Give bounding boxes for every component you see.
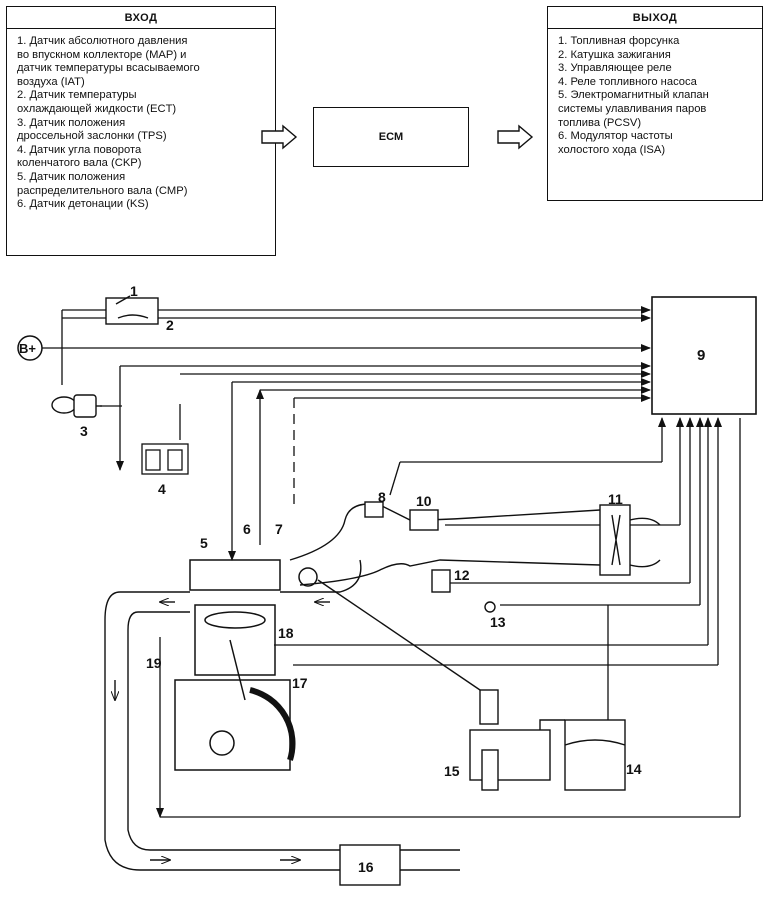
input-item: 1. Датчик абсолютного давления во впускн…: [17, 35, 200, 88]
battery-label: B+: [19, 341, 36, 356]
output-box: ВЫХОД 1. Топливная форсунка 2. Катушка з…: [547, 6, 763, 201]
input-box: ВХОД 1. Датчик абсолютного давления во в…: [6, 6, 276, 256]
intake-manifold: [289, 501, 661, 593]
callout-numbers: 1 2 3 4 5 6 7 8 10 11 12 13 14 15 16 17 …: [80, 283, 642, 875]
engine-block: [174, 559, 318, 771]
callout-10: 10: [416, 493, 432, 509]
callout-7: 7: [275, 521, 283, 537]
callout-15: 15: [444, 763, 460, 779]
output-list: 1. Топливная форсунка 2. Катушка зажиган…: [548, 29, 762, 163]
input-item: 2. Датчик температуры охлаждающей жидкос…: [17, 89, 177, 115]
callout-18: 18: [278, 625, 294, 641]
exhaust-pipe: [104, 559, 460, 886]
output-title: ВЫХОД: [548, 7, 762, 29]
callout-16: 16: [358, 859, 374, 875]
callout-12: 12: [454, 567, 470, 583]
callout-6: 6: [243, 521, 251, 537]
callout-13: 13: [490, 614, 506, 630]
relay-block: [141, 443, 189, 475]
input-item: 3. Датчик положения дроссельной заслонки…: [17, 116, 167, 143]
output-item: 5. Электромагнитный клапан системы улавл…: [558, 89, 709, 129]
ecu-box: 9: [651, 296, 757, 415]
callout-11: 11: [608, 491, 623, 507]
input-item: 4. Датчик угла поворота коленчатого вала…: [17, 143, 142, 170]
callout-8: 8: [378, 489, 386, 505]
callout-2: 2: [166, 317, 174, 333]
flow-arrow: [261, 124, 534, 150]
output-item: 3. Управляющее реле: [558, 62, 672, 75]
output-item: 6. Модулятор частоты холостого хода (ISA…: [558, 130, 673, 156]
fuel-system: [317, 579, 626, 791]
input-title: ВХОД: [7, 7, 275, 29]
map-sensor: [105, 295, 159, 325]
callout-1: 1: [130, 283, 138, 299]
output-item: 1. Топливная форсунка: [558, 35, 680, 47]
input-list: 1. Датчик абсолютного давления во впускн…: [7, 29, 275, 218]
callout-4: 4: [158, 481, 166, 497]
ignition-switch: [51, 394, 102, 418]
input-item: 6. Датчик детонации (KS): [17, 198, 149, 211]
ecu-label: 9: [697, 347, 705, 364]
ecm-label: ECM: [378, 131, 404, 143]
callout-5: 5: [200, 535, 208, 551]
signal-wire: [40, 306, 741, 818]
input-item: 5. Датчик положения распределительного в…: [17, 170, 188, 197]
callout-19: 19: [146, 655, 162, 671]
callout-3: 3: [80, 423, 88, 439]
output-item: 2. Катушка зажигания: [558, 48, 671, 61]
battery-symbol: B+: [17, 335, 43, 361]
callout-17: 17: [292, 675, 308, 691]
callout-14: 14: [626, 761, 642, 777]
output-item: 4. Реле топливного насоса: [558, 75, 697, 88]
ecm-box: ECM: [313, 107, 469, 167]
